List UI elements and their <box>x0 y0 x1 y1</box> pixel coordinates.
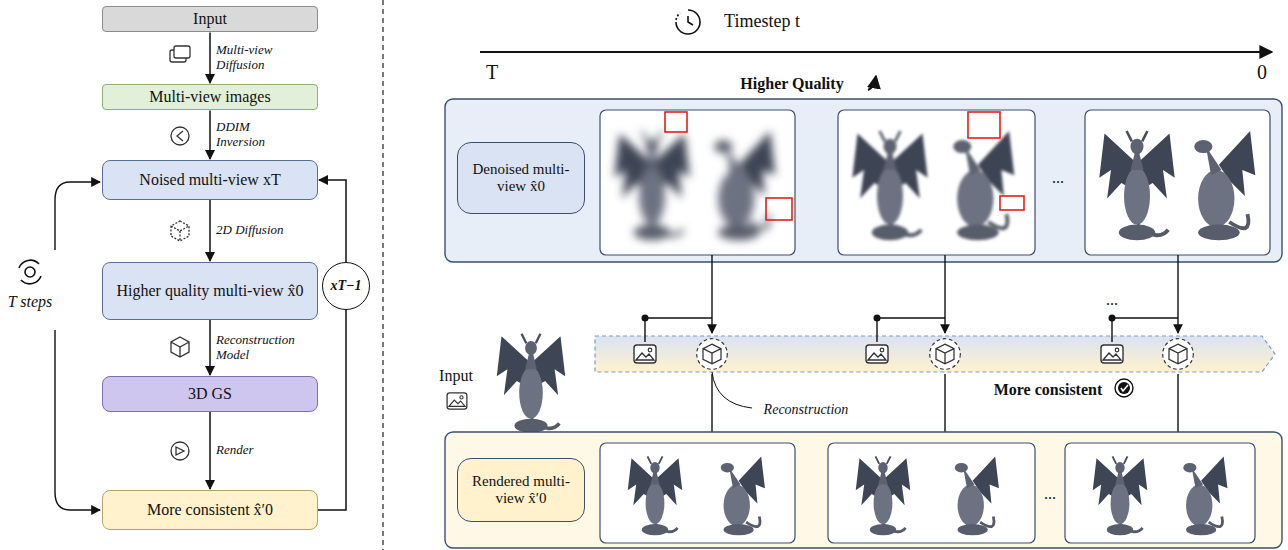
loop-label: T steps <box>8 293 53 311</box>
node-text: Higher quality multi-view x̂0 <box>116 282 303 300</box>
node-text: 3D GS <box>188 385 232 403</box>
node-text: Multi-view images <box>149 88 270 106</box>
input-box: Input <box>102 6 318 32</box>
edge-label: 2D Diffusion <box>216 223 300 238</box>
edge-label: DDIM Inversion <box>216 120 300 150</box>
ellipsis: ... <box>1106 291 1118 309</box>
axis-end: 0 <box>1257 61 1267 83</box>
process-box: More consistent x̂′0 <box>102 490 318 530</box>
trend-label: More consistent <box>994 381 1103 399</box>
axis-title: Timestep t <box>724 12 800 32</box>
flow-arrow <box>209 320 211 375</box>
ellipsis: ... <box>1052 169 1064 187</box>
process-box: Higher quality multi-view x̂0 <box>102 262 318 320</box>
edge-label: Reconstruction Model <box>216 333 300 363</box>
dragon-render <box>614 131 775 240</box>
dragon-render <box>1099 131 1255 240</box>
state-circle: xT−1 <box>322 262 370 310</box>
ellipsis: ... <box>1044 485 1056 503</box>
node-text: xT−1 <box>330 278 361 294</box>
process-box: Noised multi-view xT <box>102 160 318 200</box>
flow-arrow <box>209 200 211 261</box>
node-text: Denoised multi-view x̂0 <box>466 161 576 196</box>
flow-arrow <box>209 110 211 159</box>
node-text: Input <box>193 10 227 28</box>
node-text: More consistent x̂′0 <box>147 501 273 519</box>
flow-arrow <box>209 32 211 83</box>
flow-arrow <box>209 412 211 489</box>
axis-start: T <box>486 61 498 83</box>
row-label-box: Denoised multi-view x̂0 <box>457 142 585 214</box>
callout-label: Reconstruction <box>764 402 849 417</box>
node-text: Rendered multi-view x̂′0 <box>466 473 576 508</box>
edge-label: Render <box>216 443 300 458</box>
dragon-render <box>852 131 1014 240</box>
flow-arrow <box>319 180 346 262</box>
edge-label: Multi-view Diffusion <box>216 43 300 73</box>
flow-arrow <box>318 310 346 510</box>
process-box: 3D GS <box>102 376 318 412</box>
process-box: Multi-view images <box>102 84 318 110</box>
trend-label: Higher Quality <box>740 75 843 93</box>
node-text: Noised multi-view xT <box>139 171 280 189</box>
row-label-box: Rendered multi-view x̂′0 <box>457 458 585 522</box>
input-label: Input <box>439 367 473 385</box>
